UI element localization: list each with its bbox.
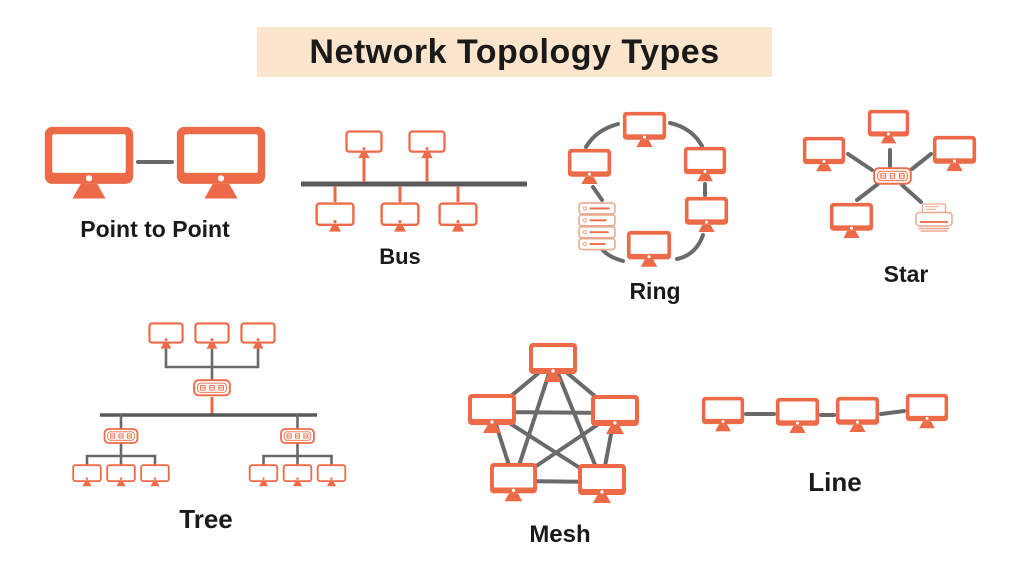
monitor-icon xyxy=(44,126,134,199)
monitor-icon xyxy=(140,464,170,487)
monitor-icon xyxy=(468,394,516,433)
monitor-icon xyxy=(626,230,672,267)
connector xyxy=(591,185,604,202)
bus-label: Bus xyxy=(379,244,421,269)
connector xyxy=(675,233,705,261)
point-to-point-label: Point to Point xyxy=(80,216,230,242)
monitor-icon xyxy=(835,396,880,432)
monitor-icon xyxy=(802,136,846,172)
monitor-icon xyxy=(148,322,184,350)
monitor-icon xyxy=(316,464,347,487)
hub-icon xyxy=(280,428,315,444)
mesh-label: Mesh xyxy=(529,521,591,548)
star-label: Star xyxy=(883,261,929,287)
line-label: Line xyxy=(808,467,862,497)
connector xyxy=(910,152,933,171)
monitor-icon xyxy=(775,397,820,433)
star-diagram xyxy=(802,109,977,238)
hub-icon xyxy=(873,167,912,185)
mesh-diagram xyxy=(468,343,639,503)
connector xyxy=(85,442,157,466)
monitor-icon xyxy=(905,393,949,429)
line-diagram xyxy=(701,393,949,433)
tree-label: Tree xyxy=(179,504,233,534)
monitor-icon xyxy=(345,130,383,159)
monitor-icon xyxy=(408,130,446,159)
connector xyxy=(846,152,874,172)
bus-diagram xyxy=(301,130,527,233)
monitor-icon xyxy=(684,196,729,232)
connector xyxy=(879,409,906,416)
monitor-icon xyxy=(591,395,639,434)
monitor-icon xyxy=(72,464,102,487)
monitor-icon xyxy=(106,464,136,487)
hub-icon xyxy=(103,428,139,444)
monitor-icon xyxy=(240,322,276,350)
connector xyxy=(668,121,704,148)
printer-icon xyxy=(915,203,953,232)
monitor-icon xyxy=(194,322,230,350)
ring-diagram xyxy=(567,111,729,267)
monitor-icon xyxy=(932,135,977,171)
connector xyxy=(600,247,625,263)
monitor-icon xyxy=(622,111,667,147)
point-to-point-diagram xyxy=(44,126,266,199)
connector xyxy=(262,442,333,466)
connector xyxy=(164,348,260,381)
monitor-icon xyxy=(489,462,538,502)
server-icon xyxy=(578,202,616,251)
monitor-icon xyxy=(701,396,745,432)
tree-diagram xyxy=(72,322,347,487)
monitor-icon xyxy=(438,202,478,233)
monitor-icon xyxy=(315,202,355,233)
monitor-icon xyxy=(578,464,626,503)
monitor-icon xyxy=(867,109,910,144)
connector xyxy=(584,122,620,149)
monitor-icon xyxy=(829,202,874,238)
ring-label: Ring xyxy=(629,278,681,304)
monitor-icon xyxy=(567,148,612,184)
connector xyxy=(900,183,923,204)
monitor-icon xyxy=(282,464,313,487)
monitor-icon xyxy=(176,126,266,199)
connector xyxy=(855,182,880,202)
page-title: Network Topology Types xyxy=(257,27,772,77)
hub-icon xyxy=(193,379,231,397)
monitor-icon xyxy=(683,146,727,182)
connector xyxy=(119,413,299,430)
monitor-icon xyxy=(248,464,279,487)
monitor-icon xyxy=(380,202,420,233)
